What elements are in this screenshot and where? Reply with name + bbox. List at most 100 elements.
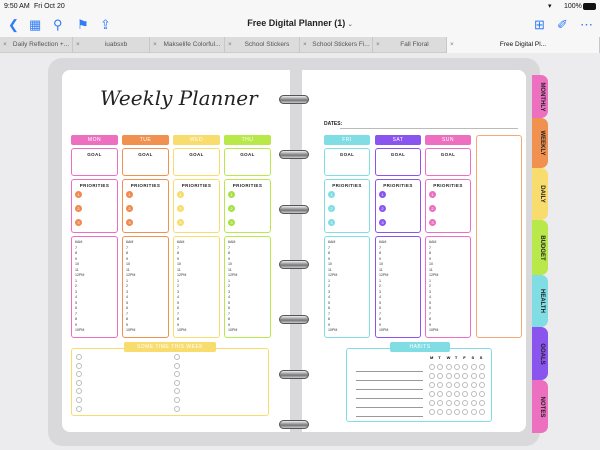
habit-checkbox[interactable] (453, 382, 460, 388)
habit-checkbox[interactable] (429, 391, 435, 397)
close-tab-icon[interactable]: × (376, 41, 380, 48)
checkbox[interactable] (174, 388, 180, 395)
habit-checkbox[interactable] (462, 382, 469, 388)
habit-checkbox[interactable] (470, 364, 477, 370)
habit-checkbox[interactable] (437, 382, 444, 388)
habit-checkbox[interactable] (445, 391, 452, 397)
habit-line[interactable] (356, 416, 423, 417)
habit-checkbox[interactable] (429, 400, 435, 406)
habit-checkbox[interactable] (478, 382, 485, 388)
goal-box[interactable]: GOAL (224, 148, 271, 176)
section-tab-daily[interactable]: DAILY (532, 168, 548, 220)
checkbox[interactable] (76, 397, 82, 403)
habit-checkbox[interactable] (470, 400, 477, 406)
habit-checkbox[interactable] (445, 400, 452, 406)
checkbox[interactable] (174, 362, 180, 369)
some-time-box[interactable] (71, 348, 269, 416)
habit-line[interactable] (356, 407, 423, 408)
habit-checkbox[interactable] (453, 364, 460, 370)
habit-checkbox[interactable] (478, 409, 485, 415)
section-tab-health[interactable]: HEALTH (532, 275, 548, 327)
habit-checkbox[interactable] (445, 373, 452, 379)
tab-6[interactable]: ×Free Digital Pl... (447, 37, 600, 53)
habit-checkbox[interactable] (462, 373, 469, 379)
habit-checkbox[interactable] (478, 400, 485, 406)
habit-checkbox[interactable] (462, 400, 469, 406)
checkbox[interactable] (174, 397, 180, 403)
habit-checkbox[interactable] (470, 373, 477, 379)
more-icon[interactable]: ⋯ (580, 17, 593, 32)
habit-checkbox[interactable] (453, 373, 460, 379)
tab-5[interactable]: ×Fall Floral (373, 37, 447, 53)
habit-checkbox[interactable] (470, 409, 477, 415)
section-tab-monthly[interactable]: MONTHLY (532, 75, 548, 118)
document-title[interactable]: Free Digital Planner (1) ⌄ (0, 18, 600, 28)
section-tab-budget[interactable]: BUDGET (532, 220, 548, 275)
habit-checkbox[interactable] (445, 409, 452, 415)
habit-checkbox[interactable] (437, 364, 444, 370)
habit-checkbox[interactable] (462, 364, 469, 370)
habit-checkbox[interactable] (470, 382, 477, 388)
back-icon[interactable]: ❮ (8, 17, 19, 32)
checkbox[interactable] (76, 405, 82, 412)
goal-box[interactable]: GOAL (71, 148, 118, 176)
tab-3[interactable]: ×School Stickers (225, 37, 300, 53)
section-tab-notes[interactable]: NOTES (532, 380, 548, 433)
checkbox[interactable] (76, 354, 82, 360)
habit-line[interactable] (356, 371, 423, 372)
habit-checkbox[interactable] (429, 364, 435, 370)
close-tab-icon[interactable]: × (450, 41, 454, 48)
tab-4[interactable]: ×School Stickers Fi... (300, 37, 373, 53)
habit-checkbox[interactable] (453, 391, 460, 397)
habit-line[interactable] (356, 398, 423, 399)
close-tab-icon[interactable]: × (76, 41, 80, 48)
checkbox[interactable] (76, 379, 82, 386)
goal-box[interactable]: GOAL (375, 148, 421, 176)
habit-checkbox[interactable] (429, 382, 435, 388)
habit-line[interactable] (356, 389, 423, 390)
habit-checkbox[interactable] (437, 373, 444, 379)
habit-checkbox[interactable] (437, 400, 444, 406)
habit-checkbox[interactable] (470, 391, 477, 397)
habit-checkbox[interactable] (462, 391, 469, 397)
checkbox[interactable] (174, 405, 180, 412)
habit-checkbox[interactable] (445, 364, 452, 370)
goal-box[interactable]: GOAL (173, 148, 220, 176)
habit-checkbox[interactable] (437, 391, 444, 397)
tab-1[interactable]: ×iuabsxb (73, 37, 150, 53)
checkbox[interactable] (174, 354, 180, 360)
goal-box[interactable]: GOAL (122, 148, 169, 176)
checkbox[interactable] (76, 371, 82, 378)
checkbox[interactable] (76, 362, 82, 369)
habit-checkbox[interactable] (429, 373, 435, 379)
add-page-icon[interactable]: ⊞ (534, 17, 545, 32)
search-icon[interactable]: ⚲ (53, 17, 63, 32)
share-icon[interactable]: ⇪ (100, 17, 111, 32)
section-tab-weekly[interactable]: WEEKLY (532, 118, 548, 168)
section-tab-goals[interactable]: GOALS (532, 327, 548, 380)
habit-checkbox[interactable] (429, 409, 435, 415)
habit-checkbox[interactable] (478, 364, 485, 370)
habit-checkbox[interactable] (453, 400, 460, 406)
close-tab-icon[interactable]: × (3, 41, 7, 48)
goal-box[interactable]: GOAL (425, 148, 471, 176)
tab-0[interactable]: ×Daily Reflection +... (0, 37, 73, 53)
habit-checkbox[interactable] (453, 409, 460, 415)
close-tab-icon[interactable]: × (228, 41, 232, 48)
goal-box[interactable]: GOAL (324, 148, 370, 176)
